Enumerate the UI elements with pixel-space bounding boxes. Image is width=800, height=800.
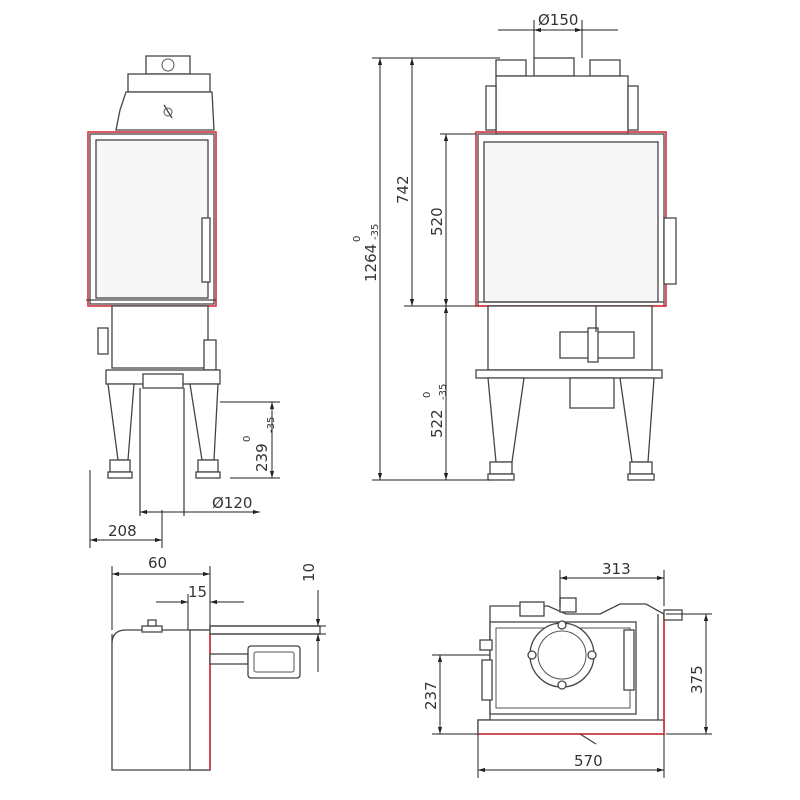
total-height-tol-lower: -35 (370, 224, 381, 240)
frame-detail-view (111, 619, 321, 771)
plan-flue-ring (529, 622, 595, 688)
plan-depth-label: 375 (688, 665, 706, 694)
front-view (475, 57, 677, 481)
plan-view-dimensions: 313 375 237 570 (422, 560, 712, 778)
door-height-label: 520 (428, 207, 446, 236)
front-door-handle (663, 217, 677, 285)
total-height-label: 1264 (362, 244, 380, 282)
top-depth-label: 313 (602, 560, 631, 578)
base-height-tol-upper: 0 (422, 392, 433, 398)
frame-thickness-label: 10 (300, 563, 318, 582)
frame-detail-dimensions: 60 15 10 (111, 554, 326, 672)
side-door-handle (201, 217, 211, 283)
side-view-dimensions: 239 0 -35 Ø120 208 (89, 401, 280, 548)
leg-height-label: 239 (253, 443, 271, 472)
base-height-tol-lower: -35 (438, 384, 449, 400)
plan-width-label: 570 (574, 752, 603, 770)
flue-offset-label: 237 (422, 681, 440, 710)
base-height-label: 522 (428, 409, 446, 438)
frame-depth-label: 60 (148, 554, 167, 572)
firebox-height-label: 742 (394, 175, 412, 204)
leg-height-tol-upper: 0 (242, 436, 253, 442)
air-inlet-offset-label: 208 (108, 522, 137, 540)
flue-diameter-label: Ø150 (538, 11, 578, 29)
leg-height-tol-lower: -35 (266, 417, 277, 433)
frame-inset-label: 15 (188, 583, 207, 601)
air-inlet-diameter-label: Ø120 (212, 494, 252, 512)
plan-view (477, 597, 683, 745)
side-view (86, 55, 221, 516)
total-height-tol-upper: 0 (352, 236, 363, 242)
front-view-dimensions: Ø150 1264 0 -35 742 520 522 0 -35 (352, 11, 618, 481)
